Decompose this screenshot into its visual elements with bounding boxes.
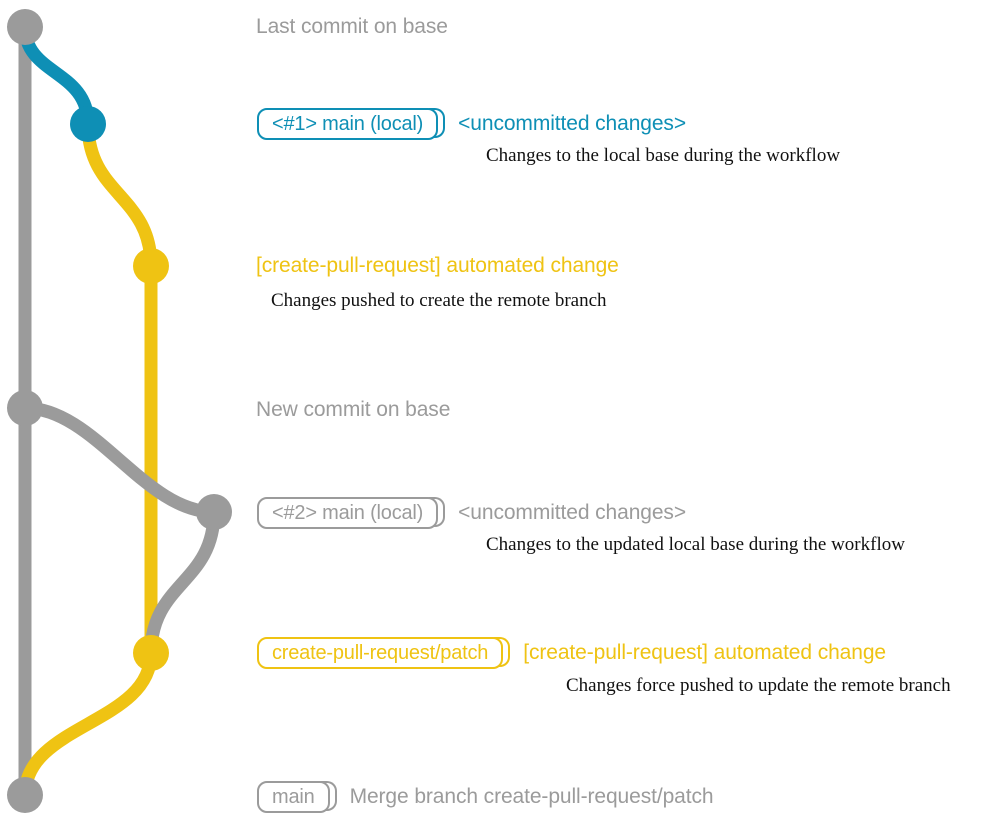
commit-row-last-commit-on-base: Last commit on base — [256, 16, 448, 37]
commit-subject: Merge branch create-pull-request/patch — [349, 784, 714, 808]
commit-description-2: Changes pushed to create the remote bran… — [271, 290, 607, 311]
commit-subject: Last commit on base — [256, 15, 448, 38]
edge-automated-2-to-merge — [18, 646, 158, 802]
ref-badge-main[interactable]: main — [257, 780, 337, 814]
node-uncommitted-changes-1[interactable] — [70, 106, 106, 142]
ref-badge-main-local-2[interactable]: <#2> main (local) — [257, 496, 446, 530]
edge-base-to-local-2 — [18, 401, 221, 519]
ref-badge-label: main — [257, 781, 330, 813]
ref-badge-label: create-pull-request/patch — [257, 637, 504, 669]
ref-badge-label: <#2> main (local) — [257, 497, 439, 529]
commit-subject: <uncommitted changes> — [458, 500, 686, 524]
ref-badge-create-pull-request-patch[interactable]: create-pull-request/patch — [257, 636, 511, 670]
node-merge-commit[interactable] — [7, 777, 43, 813]
commit-subject: [create-pull-request] automated change — [523, 640, 886, 664]
node-automated-change-1[interactable] — [133, 248, 169, 284]
commit-subject: <uncommitted changes> — [458, 111, 686, 135]
commit-row-uncommitted-changes-1: <#1> main (local) <uncommitted changes> — [257, 107, 686, 141]
node-automated-change-2[interactable] — [133, 635, 169, 671]
node-uncommitted-changes-2[interactable] — [196, 494, 232, 530]
ref-badge-label: <#1> main (local) — [257, 108, 439, 140]
commit-row-merge-commit: main Merge branch create-pull-request/pa… — [257, 780, 714, 814]
edge-local-2-to-automated-2 — [144, 505, 221, 660]
commit-row-automated-change-1: [create-pull-request] automated change — [256, 255, 619, 276]
commit-row-automated-change-2: create-pull-request/patch [create-pull-r… — [257, 636, 886, 670]
commit-subject: [create-pull-request] automated change — [256, 254, 619, 277]
commit-description-3: Changes to the updated local base during… — [486, 534, 905, 555]
node-last-commit-on-base[interactable] — [7, 9, 43, 45]
node-new-commit-on-base[interactable] — [7, 390, 43, 426]
commit-description-4: Changes force pushed to update the remot… — [566, 675, 951, 696]
ref-badge-main-local-1[interactable]: <#1> main (local) — [257, 107, 446, 141]
edge-local-1-to-automated-1 — [81, 117, 158, 273]
commit-row-uncommitted-changes-2: <#2> main (local) <uncommitted changes> — [257, 496, 686, 530]
commit-subject: New commit on base — [256, 398, 451, 421]
commit-row-new-commit-on-base: New commit on base — [256, 399, 450, 420]
commit-description-1: Changes to the local base during the wor… — [486, 145, 841, 166]
